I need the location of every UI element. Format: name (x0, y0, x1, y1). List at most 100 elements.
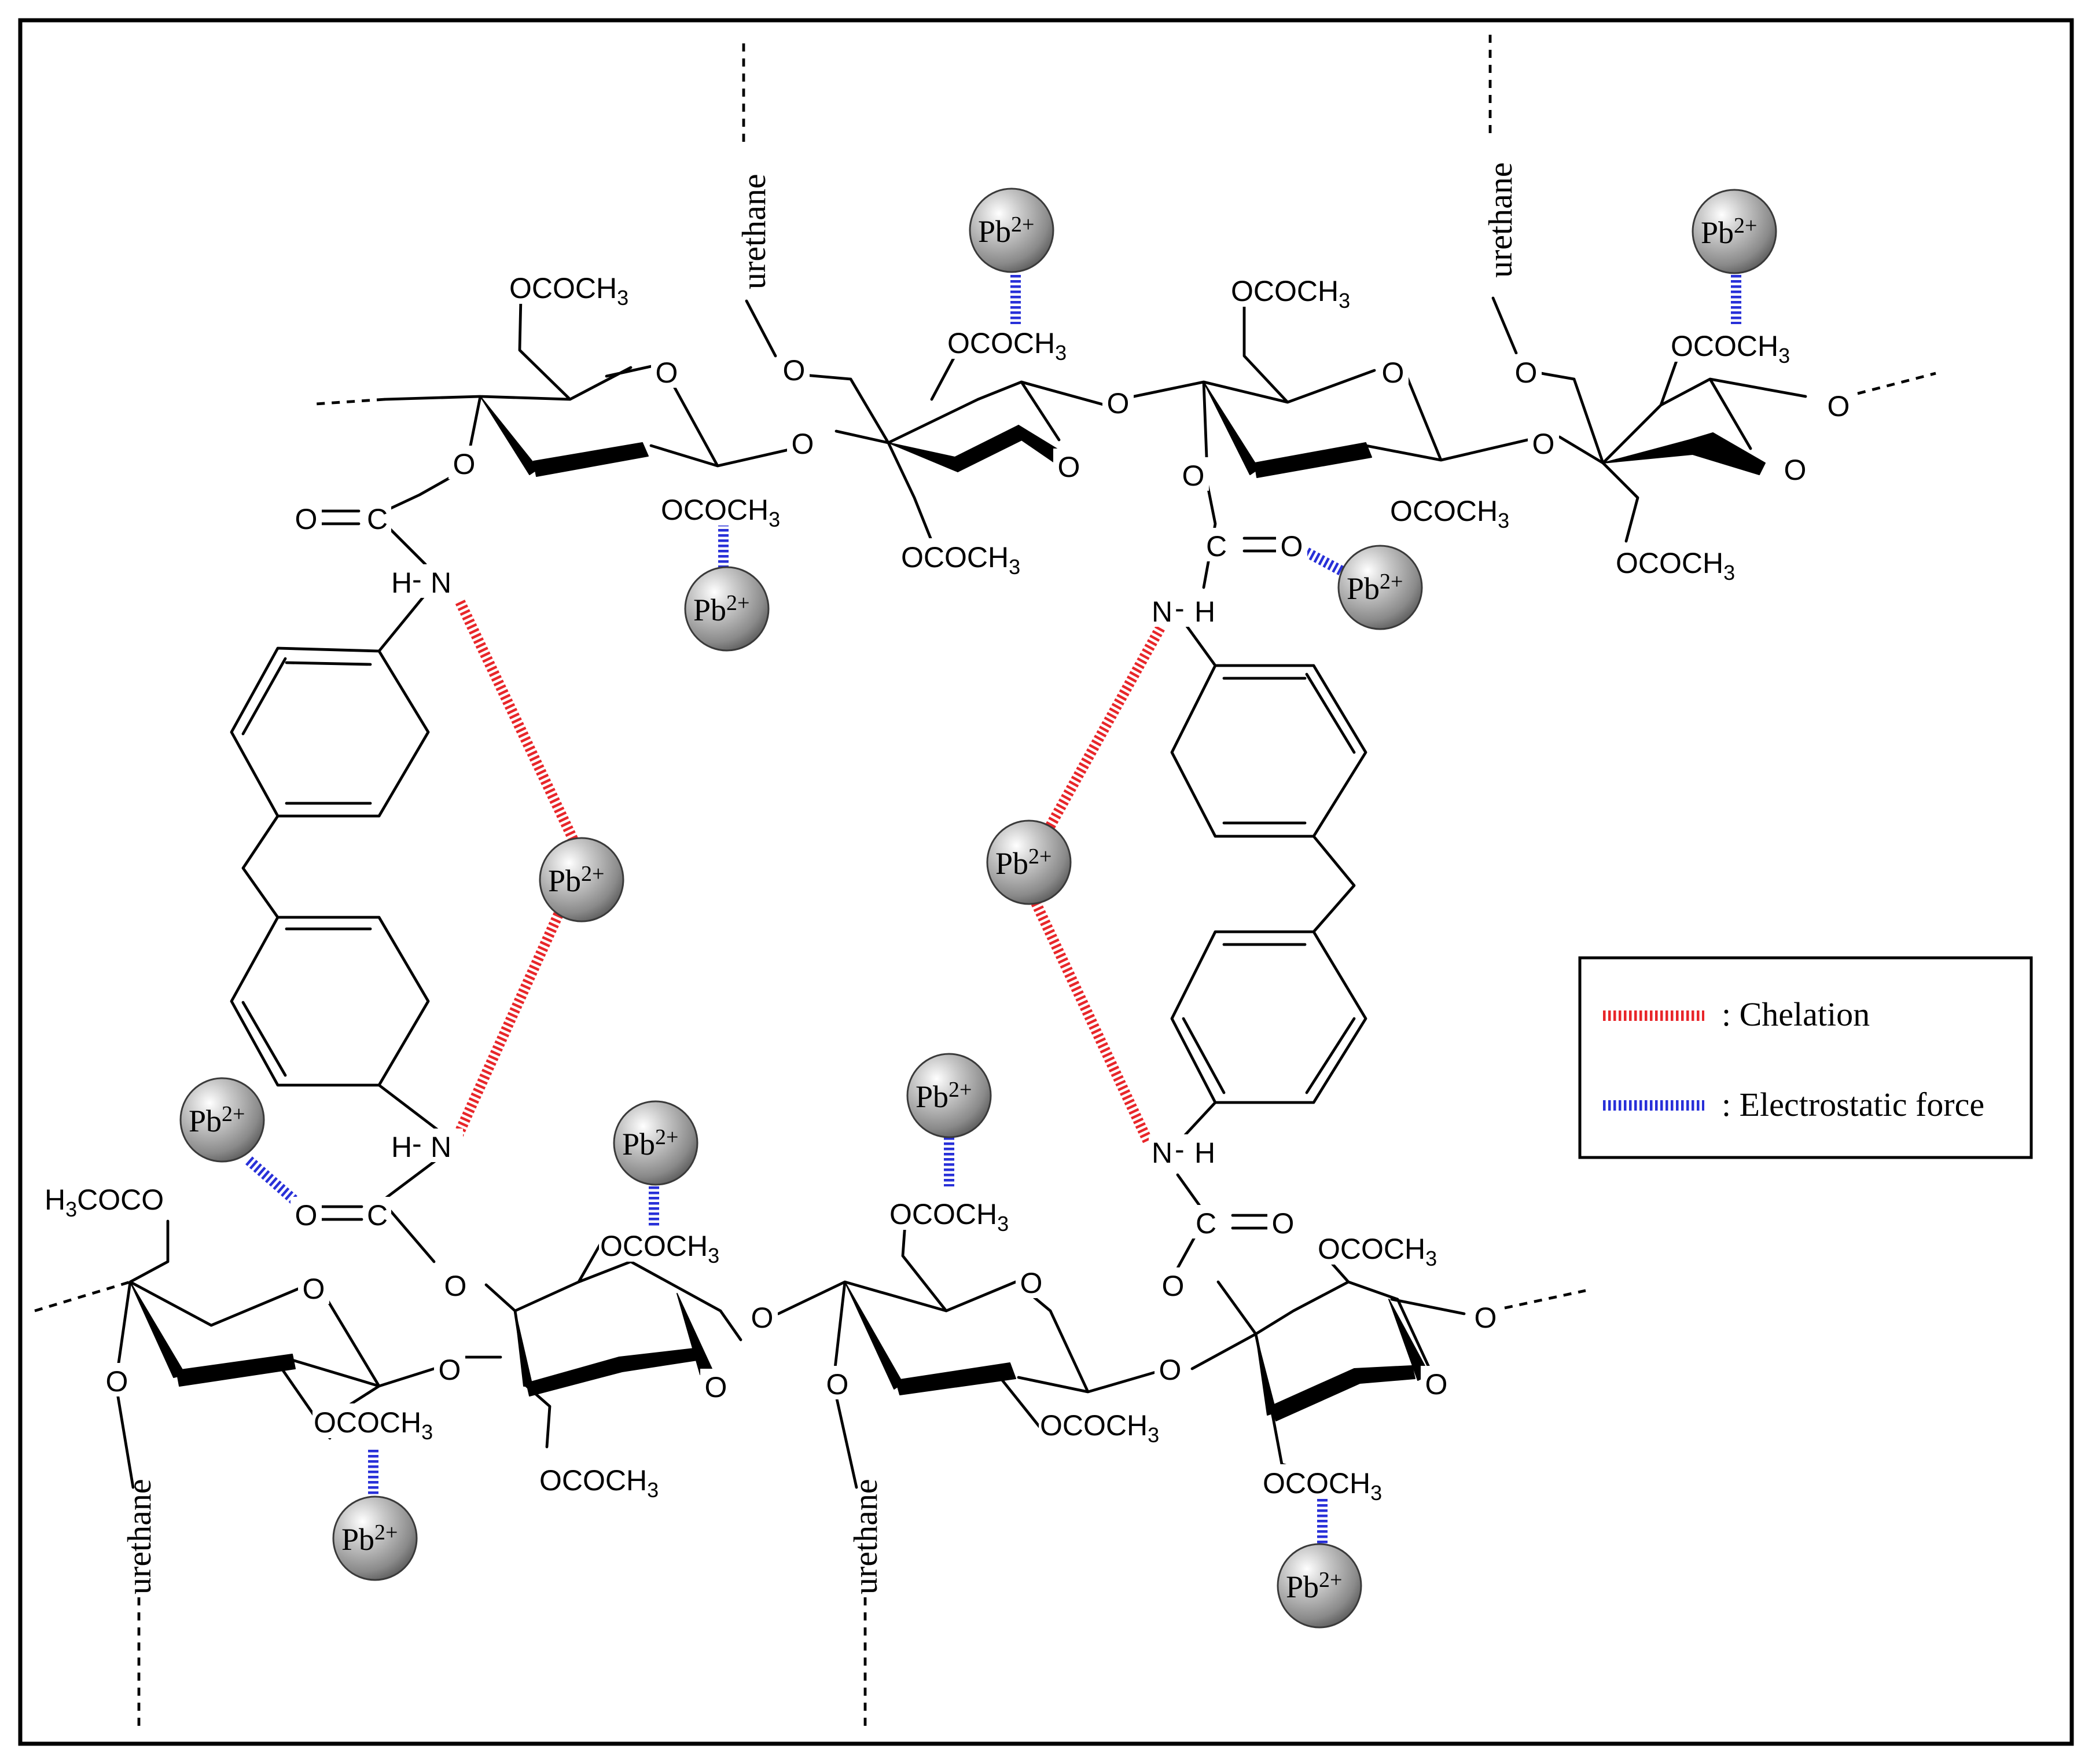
svg-text:Pb2+: Pb2+ (1701, 214, 1757, 250)
acetate-group: OCOCH3 OCOCH3 OCOCH3 OCOCH3 OCOCH3 OCOCH… (43, 269, 1811, 1505)
svg-text:O: O (1828, 390, 1850, 422)
electrostatic-bond (1299, 545, 1348, 578)
svg-text:Pb2+: Pb2+ (1347, 569, 1403, 606)
svg-text:O: O (1425, 1368, 1448, 1401)
svg-text:O: O (1020, 1267, 1043, 1299)
svg-text:-: - (1175, 592, 1185, 624)
svg-text:urethane: urethane (735, 174, 773, 289)
pb-ion-sphere: Pb2+ (179, 1077, 265, 1163)
amine-group: H - N N - H H - N N - H (388, 563, 1224, 1169)
svg-text:N: N (431, 1131, 451, 1163)
svg-text:OCOCH3: OCOCH3 (1040, 1409, 1159, 1447)
svg-text:OCOCH3: OCOCH3 (600, 1230, 719, 1267)
svg-text:O: O (303, 1273, 325, 1305)
svg-text:H: H (391, 1131, 412, 1163)
svg-text:OCOCH3: OCOCH3 (1263, 1467, 1382, 1505)
pb-ion-sphere: Pb2+ (613, 1100, 698, 1186)
svg-text:O: O (1475, 1302, 1497, 1334)
svg-text:C: C (1206, 530, 1227, 563)
bonds-layer (34, 35, 1936, 1730)
svg-text:O: O (1182, 460, 1205, 492)
pb-ion-sphere: Pb2+ (1692, 189, 1777, 274)
pb-ion-sphere: Pb2+ (1337, 545, 1423, 630)
svg-text:: Chelation: : Chelation (1722, 995, 1870, 1033)
svg-text:OCOCH3: OCOCH3 (1671, 330, 1790, 368)
svg-text:OCOCH3: OCOCH3 (661, 494, 780, 531)
pb-ion-sphere: Pb2+ (969, 188, 1054, 273)
svg-text:: Electrostatic force: : Electrostatic force (1722, 1086, 1984, 1123)
legend-item-chelation: : Chelation (1603, 995, 1870, 1033)
svg-text:O: O (1281, 530, 1303, 563)
pb-ion-sphere: Pb2+ (1277, 1543, 1362, 1629)
pb-ion-sphere: Pb2+ (986, 819, 1072, 905)
svg-text:-: - (1175, 1133, 1185, 1166)
svg-text:Pb2+: Pb2+ (978, 212, 1034, 249)
electrostatic-bond (245, 1156, 299, 1205)
svg-text:OCOCH3: OCOCH3 (1616, 547, 1735, 585)
svg-text:OCOCH3: OCOCH3 (889, 1198, 1009, 1236)
svg-text:OCOCH3: OCOCH3 (1231, 275, 1350, 313)
svg-text:OCOCH3: OCOCH3 (947, 327, 1067, 365)
atom-labels: O O O O O O O O O O O O O O O O O O O O … (43, 162, 1854, 1594)
svg-text:Pb2+: Pb2+ (916, 1078, 972, 1114)
svg-text:Pb2+: Pb2+ (1286, 1568, 1342, 1604)
svg-text:O: O (792, 428, 814, 460)
oxygen-label: O O O O O O O O O O O O O O O O O O O O … (101, 352, 1854, 1403)
outer-frame (18, 18, 2074, 1746)
svg-text:N: N (1152, 1137, 1172, 1169)
svg-text:O: O (751, 1302, 774, 1334)
svg-text:Pb2+: Pb2+ (189, 1102, 245, 1138)
svg-text:O: O (295, 1199, 318, 1232)
svg-text:Pb2+: Pb2+ (995, 844, 1051, 881)
chelation-bond (1040, 625, 1165, 839)
svg-text:O: O (1107, 387, 1130, 420)
svg-text:Pb2+: Pb2+ (548, 862, 604, 898)
svg-text:O: O (783, 354, 806, 387)
urethane-label: urethane urethane urethane urethane (120, 162, 1519, 1594)
svg-text:OCOCH3: OCOCH3 (509, 272, 628, 310)
svg-text:H: H (1194, 1137, 1215, 1169)
svg-text:urethane: urethane (847, 1479, 884, 1594)
lead-ions: Pb2+ Pb2+ Pb2+ Pb2+ Pb2+ Pb2+ Pb2+ Pb2+ (179, 188, 1777, 1629)
svg-text:OCOCH3: OCOCH3 (539, 1464, 659, 1502)
svg-text:OCOCH3: OCOCH3 (901, 541, 1020, 579)
interactions-layer (245, 275, 1741, 1548)
svg-text:OCOCH3: OCOCH3 (314, 1406, 433, 1444)
chelation-bond (1031, 901, 1154, 1145)
carbonyl-group: O C C O O C C O (291, 501, 1307, 1240)
svg-text:O: O (656, 357, 678, 389)
svg-text:urethane: urethane (120, 1479, 158, 1594)
svg-text:O: O (106, 1365, 128, 1398)
svg-text:O: O (453, 448, 476, 480)
svg-text:O: O (705, 1371, 727, 1403)
svg-text:H: H (1194, 596, 1215, 628)
chelation-bond (452, 912, 564, 1140)
svg-text:-: - (412, 1127, 422, 1160)
svg-text:Pb2+: Pb2+ (341, 1520, 398, 1557)
svg-text:O: O (1784, 454, 1807, 486)
svg-text:H: H (391, 567, 412, 599)
svg-text:O: O (444, 1270, 467, 1302)
svg-text:C: C (367, 503, 388, 535)
pb-ion-sphere: Pb2+ (332, 1495, 418, 1581)
svg-text:N: N (1152, 596, 1172, 628)
svg-text:O: O (1515, 357, 1538, 389)
svg-text:C: C (1196, 1207, 1216, 1240)
svg-text:O: O (1058, 451, 1080, 483)
svg-text:O: O (1382, 357, 1405, 389)
legend-item-electrostatic: : Electrostatic force (1603, 1086, 1984, 1123)
svg-text:OCOCH3: OCOCH3 (1390, 495, 1509, 532)
svg-text:Pb2+: Pb2+ (622, 1125, 678, 1162)
svg-text:O: O (1272, 1207, 1295, 1240)
pb-ion-sphere: Pb2+ (539, 837, 624, 923)
svg-text:O: O (295, 503, 318, 535)
svg-text:H3COCO: H3COCO (45, 1184, 164, 1221)
svg-text:O: O (1159, 1354, 1182, 1386)
pb-ion-sphere: Pb2+ (906, 1053, 992, 1138)
svg-text:C: C (367, 1199, 388, 1232)
svg-text:O: O (826, 1368, 849, 1401)
svg-text:OCOCH3: OCOCH3 (1318, 1233, 1437, 1270)
svg-text:urethane: urethane (1481, 162, 1519, 278)
